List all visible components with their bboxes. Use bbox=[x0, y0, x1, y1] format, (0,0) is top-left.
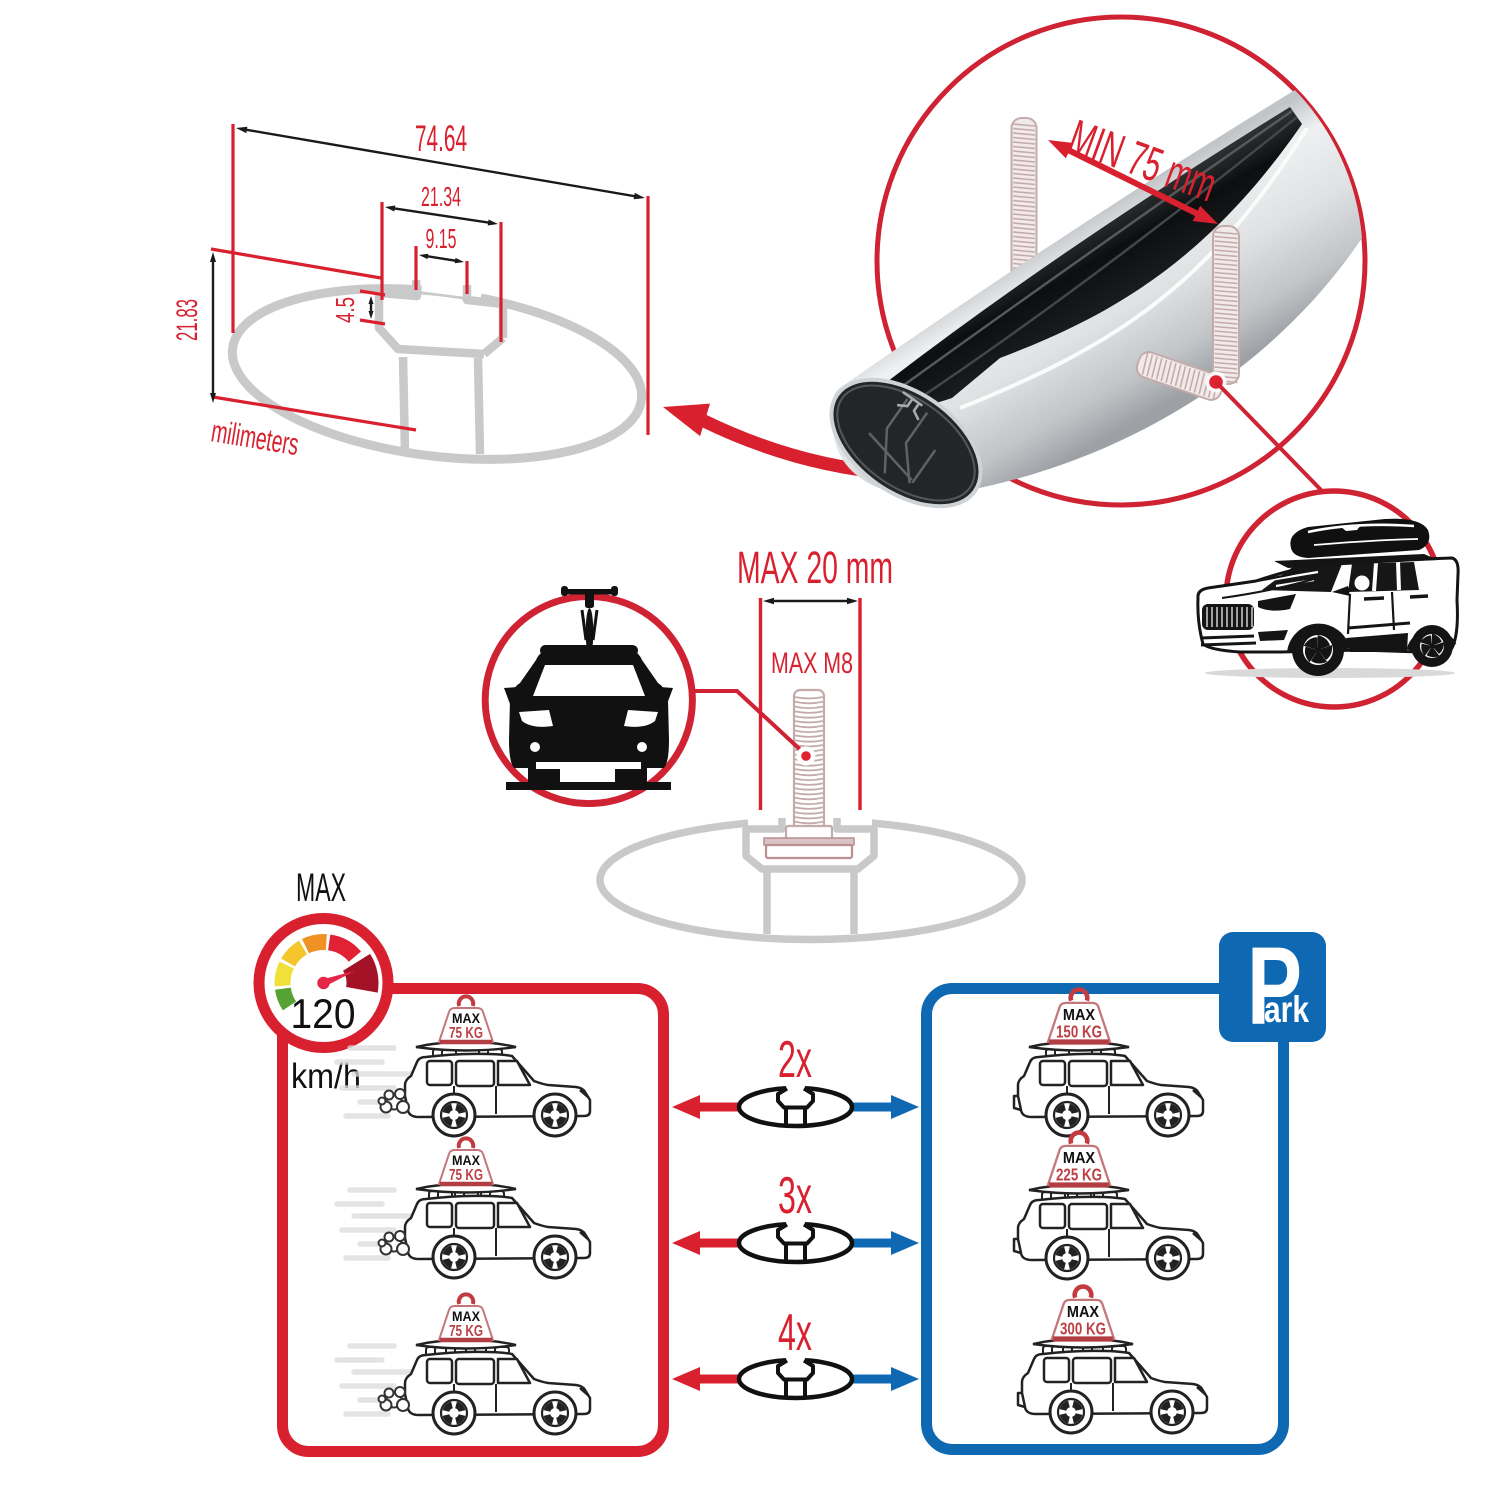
svg-text:ark: ark bbox=[1264, 989, 1309, 1030]
svg-text:MAX: MAX bbox=[1067, 1304, 1100, 1321]
svg-text:74.64: 74.64 bbox=[415, 118, 467, 159]
svg-text:MAX M8: MAX M8 bbox=[771, 647, 853, 680]
svg-text:21.83: 21.83 bbox=[171, 299, 204, 341]
svg-text:120: 120 bbox=[291, 990, 356, 1037]
svg-text:MAX: MAX bbox=[296, 866, 346, 910]
svg-text:MAX: MAX bbox=[452, 1153, 480, 1168]
svg-text:MAX: MAX bbox=[452, 1011, 480, 1026]
svg-text:MAX: MAX bbox=[1063, 1150, 1096, 1167]
svg-text:75 KG: 75 KG bbox=[449, 1025, 483, 1042]
svg-text:MAX: MAX bbox=[452, 1309, 480, 1324]
svg-text:2x: 2x bbox=[778, 1031, 812, 1089]
svg-text:9.15: 9.15 bbox=[426, 223, 457, 254]
svg-text:150 KG: 150 KG bbox=[1056, 1021, 1102, 1041]
svg-text:P: P bbox=[1247, 925, 1302, 1048]
svg-text:300 KG: 300 KG bbox=[1060, 1318, 1106, 1338]
svg-text:225 KG: 225 KG bbox=[1056, 1164, 1102, 1184]
svg-text:75 KG: 75 KG bbox=[449, 1167, 483, 1184]
svg-text:4x: 4x bbox=[778, 1304, 812, 1362]
svg-text:21.34: 21.34 bbox=[421, 181, 461, 212]
svg-text:MAX: MAX bbox=[1063, 1007, 1096, 1024]
svg-text:75 KG: 75 KG bbox=[449, 1323, 483, 1340]
svg-text:milimeters: milimeters bbox=[209, 413, 301, 462]
svg-text:3x: 3x bbox=[778, 1167, 812, 1225]
svg-text:4.5: 4.5 bbox=[330, 297, 360, 323]
svg-text:MAX 20 mm: MAX 20 mm bbox=[737, 542, 893, 593]
